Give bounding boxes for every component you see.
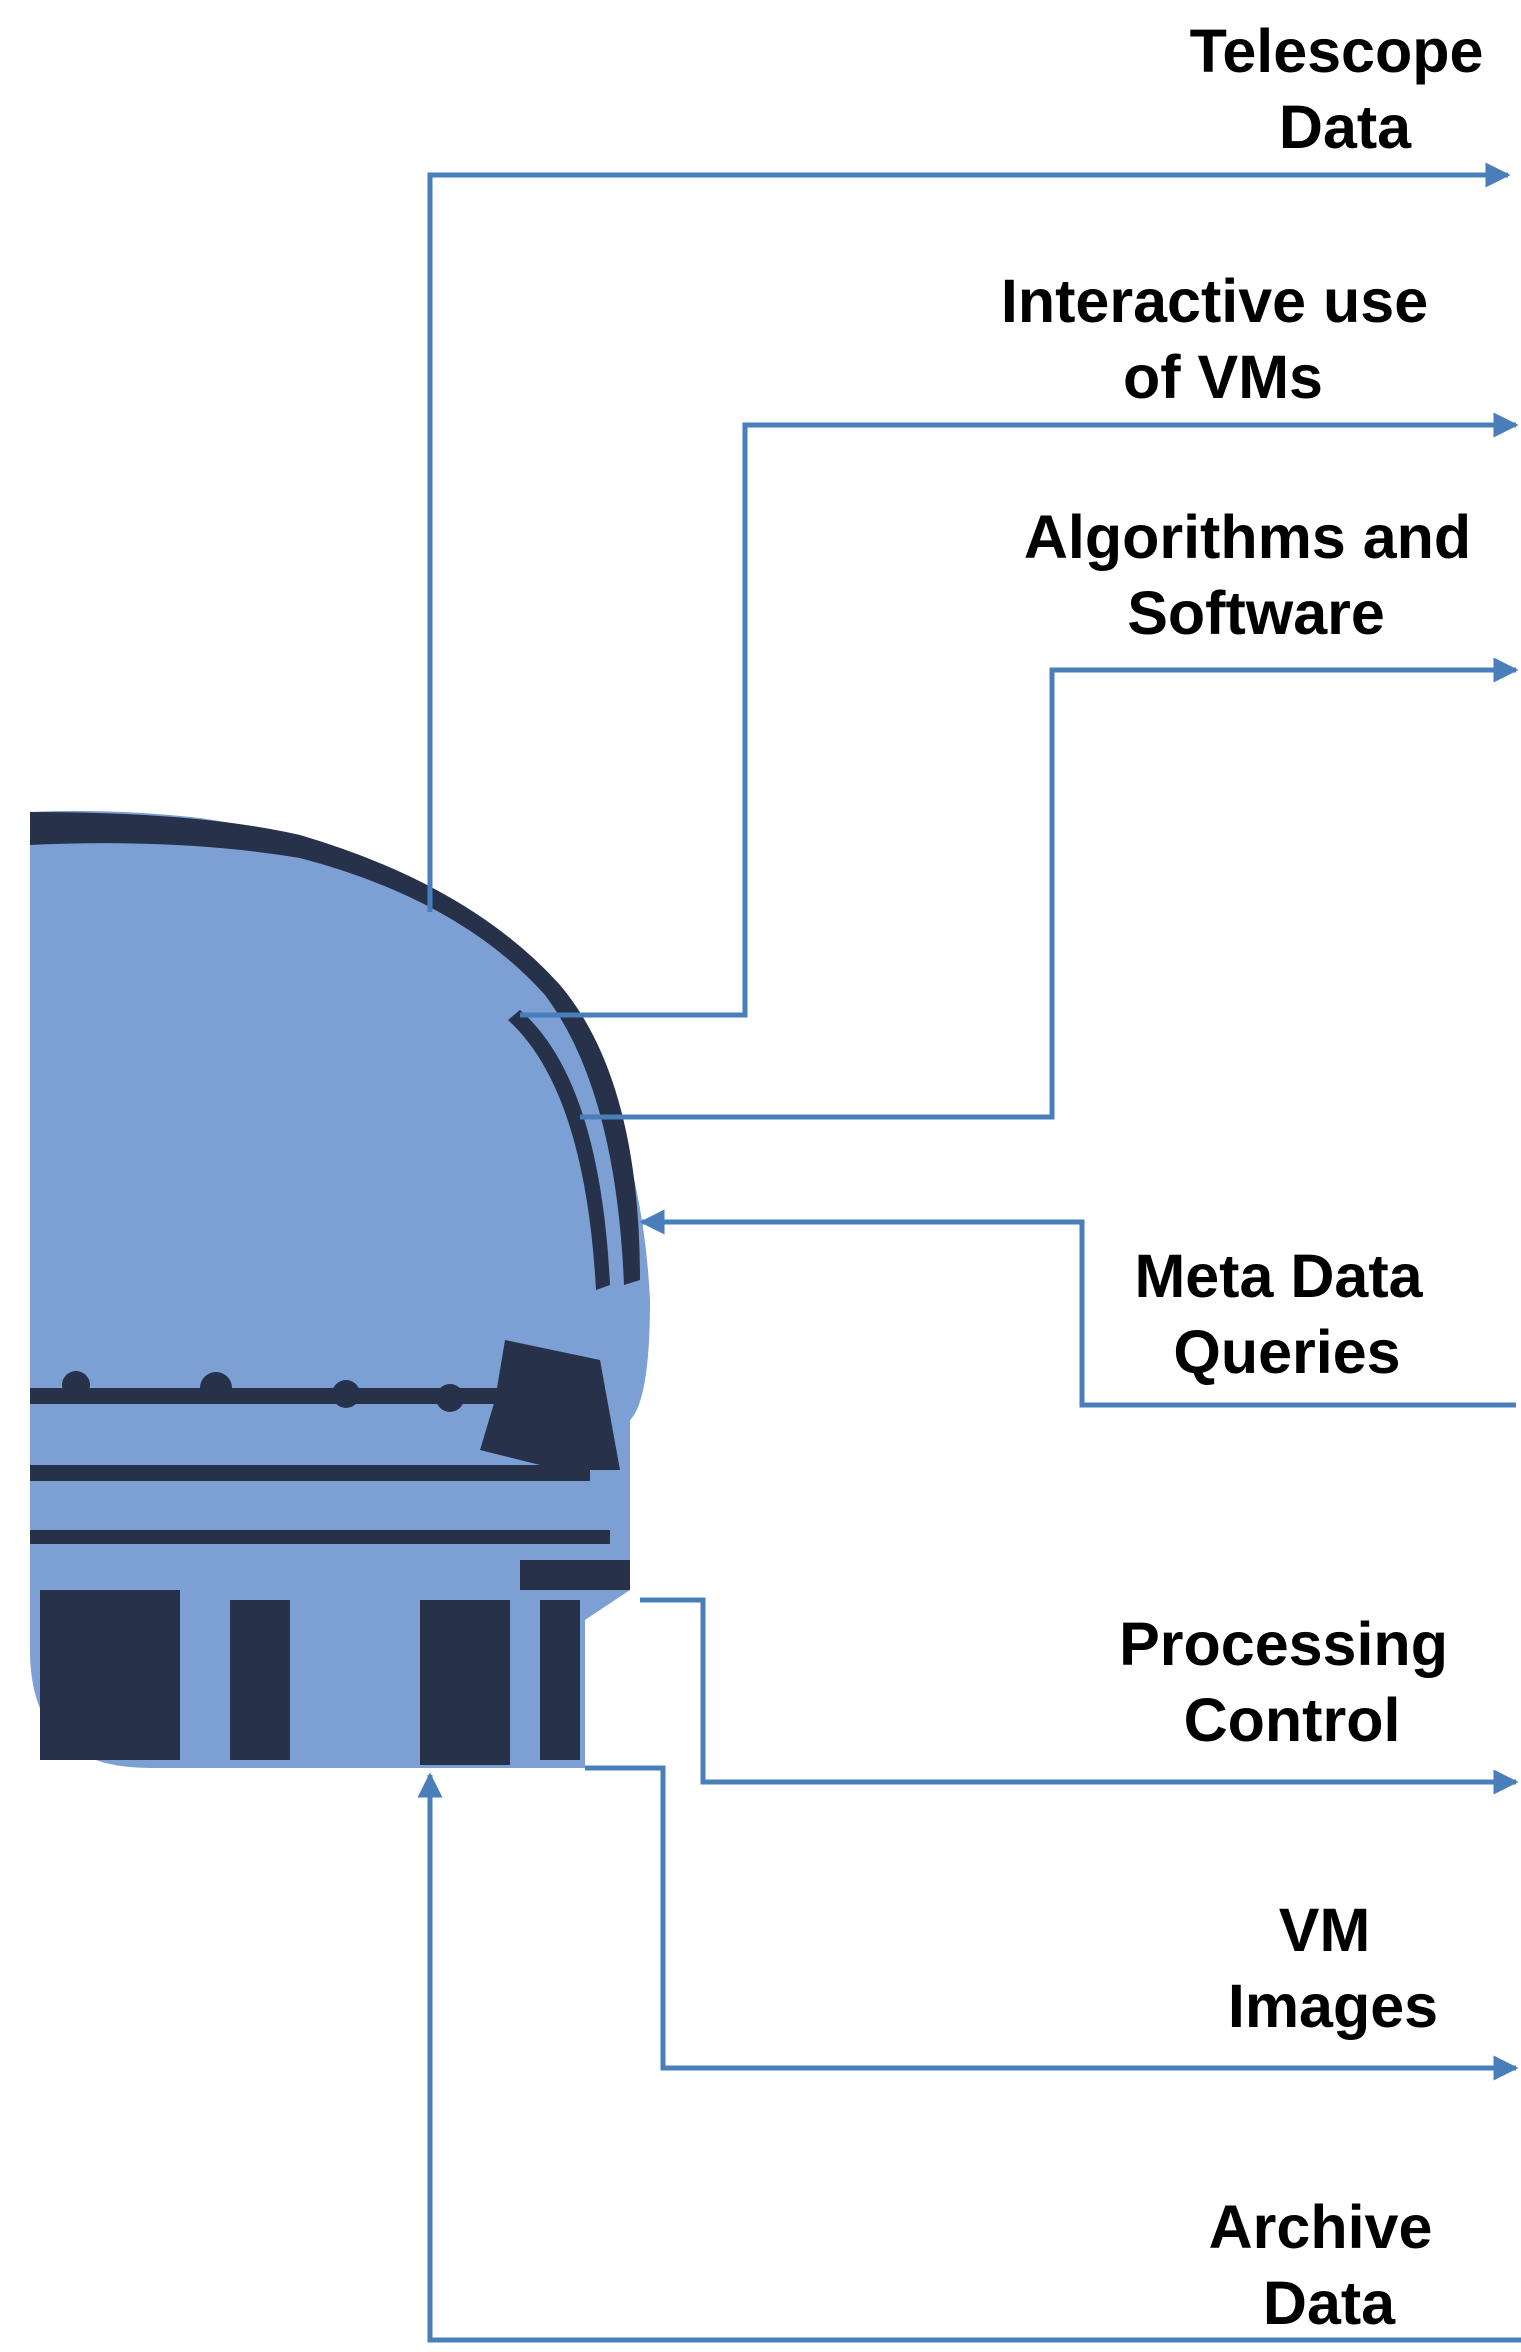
label-processing-control: Processing Control (1119, 1610, 1465, 1754)
meta-data-queries-arrow (639, 1209, 1516, 1408)
dome-body (30, 810, 650, 1768)
dome-slit-edge (300, 835, 640, 1285)
archive-data-arrow (417, 1772, 1521, 2343)
dome-rivet (436, 1384, 464, 1412)
label-telescope-data: Telescope Data (1190, 17, 1501, 161)
dome-top-rim (30, 812, 300, 858)
dome-base-band-lower (30, 1530, 610, 1544)
building-column (230, 1600, 290, 1760)
dome-slit-inner (508, 1010, 610, 1290)
interactive-vms-arrow (520, 412, 1519, 1018)
algorithms-software-arrow (580, 657, 1519, 1120)
dome-platform (520, 1560, 630, 1590)
dome-rivet (200, 1372, 232, 1404)
processing-control-arrow (640, 1597, 1519, 1795)
dome-shutter (480, 1340, 620, 1470)
vm-images-arrow (585, 1765, 1519, 2081)
building-column (540, 1600, 580, 1760)
building-column (40, 1590, 180, 1760)
building-door (420, 1600, 510, 1765)
label-interactive-vms: Interactive use of VMs (1001, 267, 1445, 411)
label-vm-images: VM Images (1228, 1896, 1438, 2040)
dome-rivet (62, 1371, 90, 1399)
observatory-dome-icon (30, 810, 650, 1768)
label-algorithms-software: Algorithms and Software (1024, 503, 1488, 647)
telescope-data-arrow (427, 162, 1511, 912)
label-archive-data: Archive Data (1209, 2193, 1450, 2337)
dome-band (30, 1388, 570, 1404)
dome-rivet (332, 1380, 360, 1408)
dome-base-band (30, 1465, 590, 1481)
label-meta-data-queries: Meta Data Queries (1134, 1242, 1439, 1386)
